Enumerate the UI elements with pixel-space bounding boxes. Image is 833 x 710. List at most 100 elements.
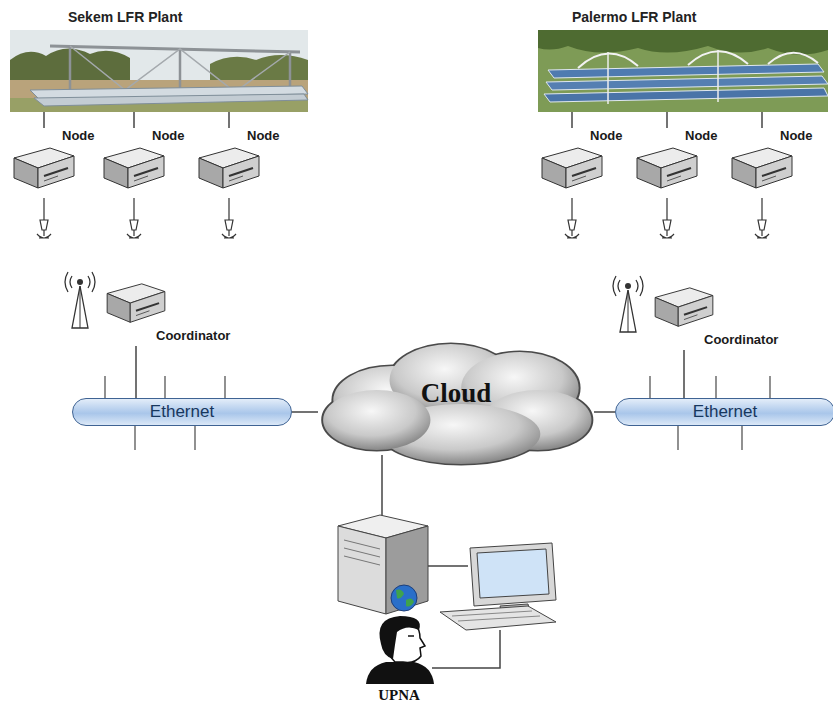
node-label: Coordinator [156, 328, 230, 344]
sensor-probe-part [758, 220, 766, 230]
server-icon-part [344, 556, 380, 565]
bus-taps-part [194, 426, 195, 450]
plant-photo-image [538, 30, 828, 112]
node-device-part [756, 156, 792, 188]
label-group: Node [247, 128, 280, 144]
node-device-part [229, 176, 243, 181]
bus-taps-part [164, 376, 165, 398]
plant-photo-image-part [10, 80, 308, 112]
computer-icon-part [477, 549, 549, 598]
node-device [633, 144, 701, 196]
label-group: Ethernet [616, 399, 833, 425]
plant-photo: Sekem LFR Plant [10, 8, 308, 112]
computer-icon-part [440, 606, 556, 630]
node-label: Sekem LFR Plant [68, 8, 182, 26]
coordinator-device-part [130, 292, 165, 323]
computer-icon-part [470, 543, 556, 606]
sensor-probe-part [666, 198, 667, 220]
node-label: UPNA [340, 686, 458, 704]
node-device-part [44, 176, 58, 181]
label-group: Coordinator [156, 328, 230, 344]
plant-photo: Palermo LFR Plant [538, 8, 828, 112]
person-icon-part [366, 662, 434, 684]
coordinator-device-part [684, 307, 707, 315]
node-device [10, 144, 78, 196]
sensor-probe-part [666, 230, 667, 236]
sensor-probe-part [761, 198, 762, 220]
server-icon-part [396, 590, 414, 607]
sensor-probe-part [571, 230, 572, 236]
node-device-part [38, 156, 74, 188]
cloud-graphic-part [323, 390, 430, 450]
sensor-probe-part [571, 198, 572, 220]
antenna-icon-part [625, 283, 631, 289]
connector [135, 346, 137, 398]
sensor-probe-part [228, 230, 229, 236]
server-icon-part [344, 548, 380, 557]
node-device-part [661, 156, 697, 188]
connector [594, 411, 615, 413]
connector [666, 112, 668, 128]
node-device-part [14, 158, 38, 188]
sensor-probe-part [133, 198, 134, 220]
coordinator-node: Coordinator [62, 266, 277, 346]
bus-taps-part [104, 376, 105, 398]
sensor-probe-part [133, 230, 134, 236]
node-device-part [134, 176, 148, 181]
label-group: Node [152, 128, 185, 144]
bus-taps-part [224, 376, 225, 398]
coordinator-device [102, 280, 170, 330]
node-device [195, 144, 263, 196]
plant-photo-image-part [538, 30, 828, 112]
person-icon-part [380, 616, 420, 659]
antenna-icon-part [77, 279, 83, 285]
network-wire-part [425, 565, 468, 567]
coordinator-device-part [655, 297, 678, 326]
sensor-node: Node [100, 128, 195, 252]
plant-photo-image-part [210, 55, 308, 82]
node-label: Node [590, 128, 623, 144]
label-group: UPNA [340, 686, 458, 704]
node-device-part [199, 158, 223, 188]
sensor-probe-part [40, 220, 48, 230]
sensor-node: Node [538, 128, 633, 252]
node-label: Node [62, 128, 95, 144]
node-device-part [128, 156, 164, 188]
sensor-probe-part [130, 220, 138, 230]
network-wire-part [381, 455, 383, 522]
sensor-node: Node [728, 128, 823, 252]
antenna-icon-part [80, 286, 81, 328]
plant-photo-image-part [578, 51, 818, 68]
node-device-part [762, 168, 786, 176]
person-icon [344, 614, 454, 684]
plant-photo-image-part [717, 50, 719, 102]
sensor-probe-part [225, 220, 233, 230]
label-group: Sekem LFR Plant [68, 8, 182, 26]
sensor-probe [564, 198, 580, 242]
node-device-part [637, 158, 661, 188]
plant-photo-image-part [50, 46, 300, 52]
node-device-part [229, 168, 253, 176]
connector [133, 112, 135, 128]
sensor-probe-part [43, 230, 44, 236]
computer-icon-part [458, 616, 540, 621]
sensor-probe [36, 198, 52, 242]
plant-photo-image-part [544, 88, 828, 102]
node-label: Cloud [318, 378, 594, 409]
bus-taps-part [649, 376, 650, 398]
node-device-part [572, 176, 586, 181]
bus-taps-part [715, 376, 716, 398]
node-label: Node [780, 128, 813, 144]
connector [43, 112, 45, 128]
sensor-probe [126, 198, 142, 242]
sensor-probe-part [761, 230, 762, 236]
node-device-part [667, 168, 691, 176]
label-group: Node [62, 128, 95, 144]
node-device-part [223, 156, 259, 188]
antenna-icon-part [72, 286, 88, 328]
sensor-node: Node [10, 128, 105, 252]
plant-photo-image-part [10, 30, 308, 112]
connector [683, 350, 685, 398]
person-icon-part [408, 635, 414, 637]
